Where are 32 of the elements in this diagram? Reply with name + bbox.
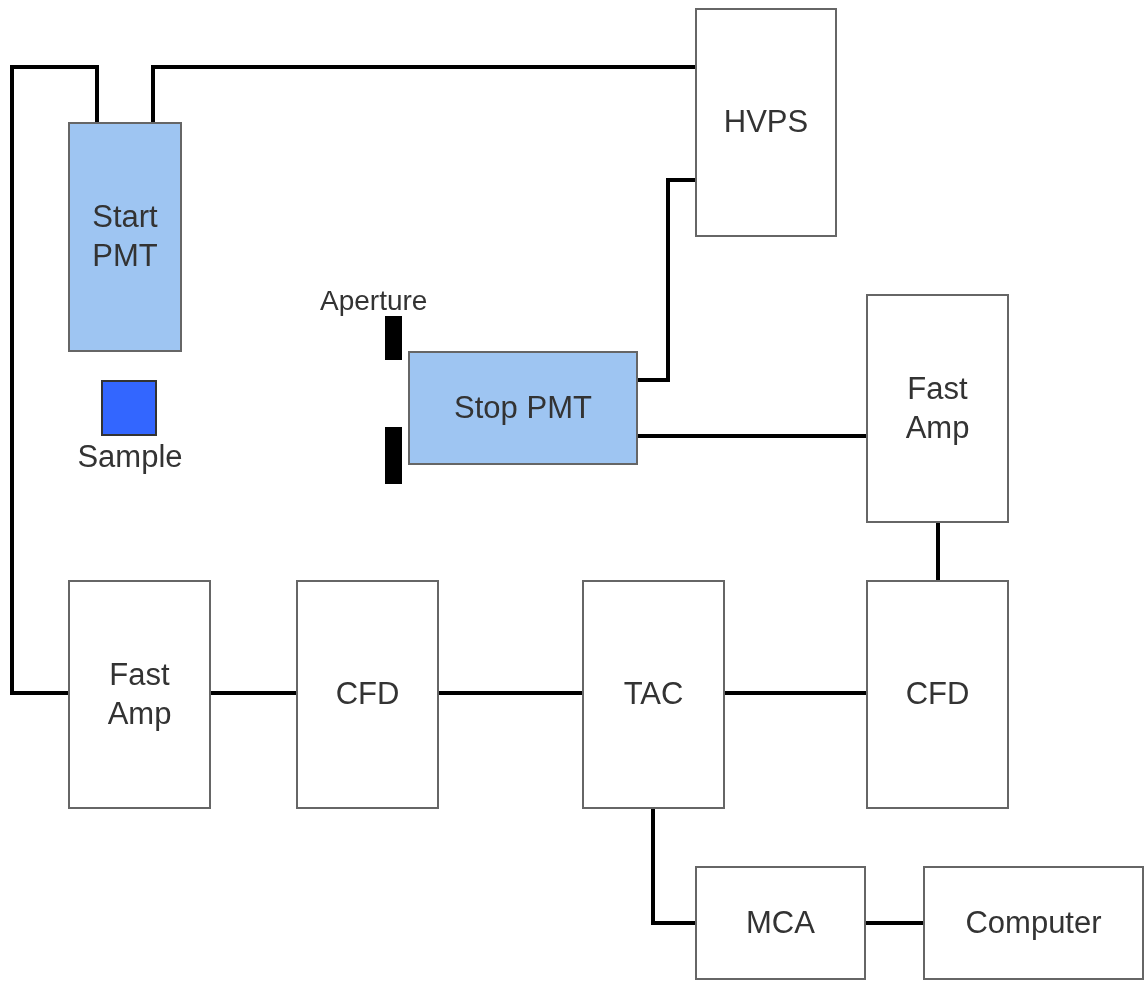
signal-line xyxy=(638,434,866,438)
module-box xyxy=(695,8,837,237)
signal-line xyxy=(211,691,296,695)
aperture-label: Aperture xyxy=(320,284,428,318)
box-label: CFD xyxy=(334,675,401,714)
photomultiplier-box xyxy=(68,122,182,352)
module-box xyxy=(582,580,725,809)
module-box xyxy=(923,866,1144,980)
signal-line xyxy=(936,523,940,580)
module-box xyxy=(68,580,211,809)
signal-line xyxy=(151,65,695,122)
sample-label: Sample xyxy=(77,438,183,476)
box-label: MCA xyxy=(745,903,816,942)
box-label: Computer xyxy=(964,903,1103,942)
signal-line xyxy=(439,691,582,695)
signal-line xyxy=(725,691,866,695)
signal-line xyxy=(638,178,695,382)
module-box xyxy=(695,866,866,980)
module-box xyxy=(296,580,439,809)
module-box xyxy=(866,294,1009,523)
signal-line xyxy=(10,65,99,695)
photomultiplier-box xyxy=(408,351,638,465)
box-label: CFD xyxy=(904,675,971,714)
signal-line xyxy=(866,921,923,925)
box-label: Stop PMT xyxy=(453,388,593,427)
signal-line xyxy=(651,809,695,925)
box-label: Start PMT xyxy=(91,198,159,275)
box-label: Fast Amp xyxy=(106,655,173,733)
box-label: TAC xyxy=(622,675,685,714)
module-box xyxy=(866,580,1009,809)
box-label: HVPS xyxy=(722,103,810,142)
box-label: Fast Amp xyxy=(904,369,971,447)
